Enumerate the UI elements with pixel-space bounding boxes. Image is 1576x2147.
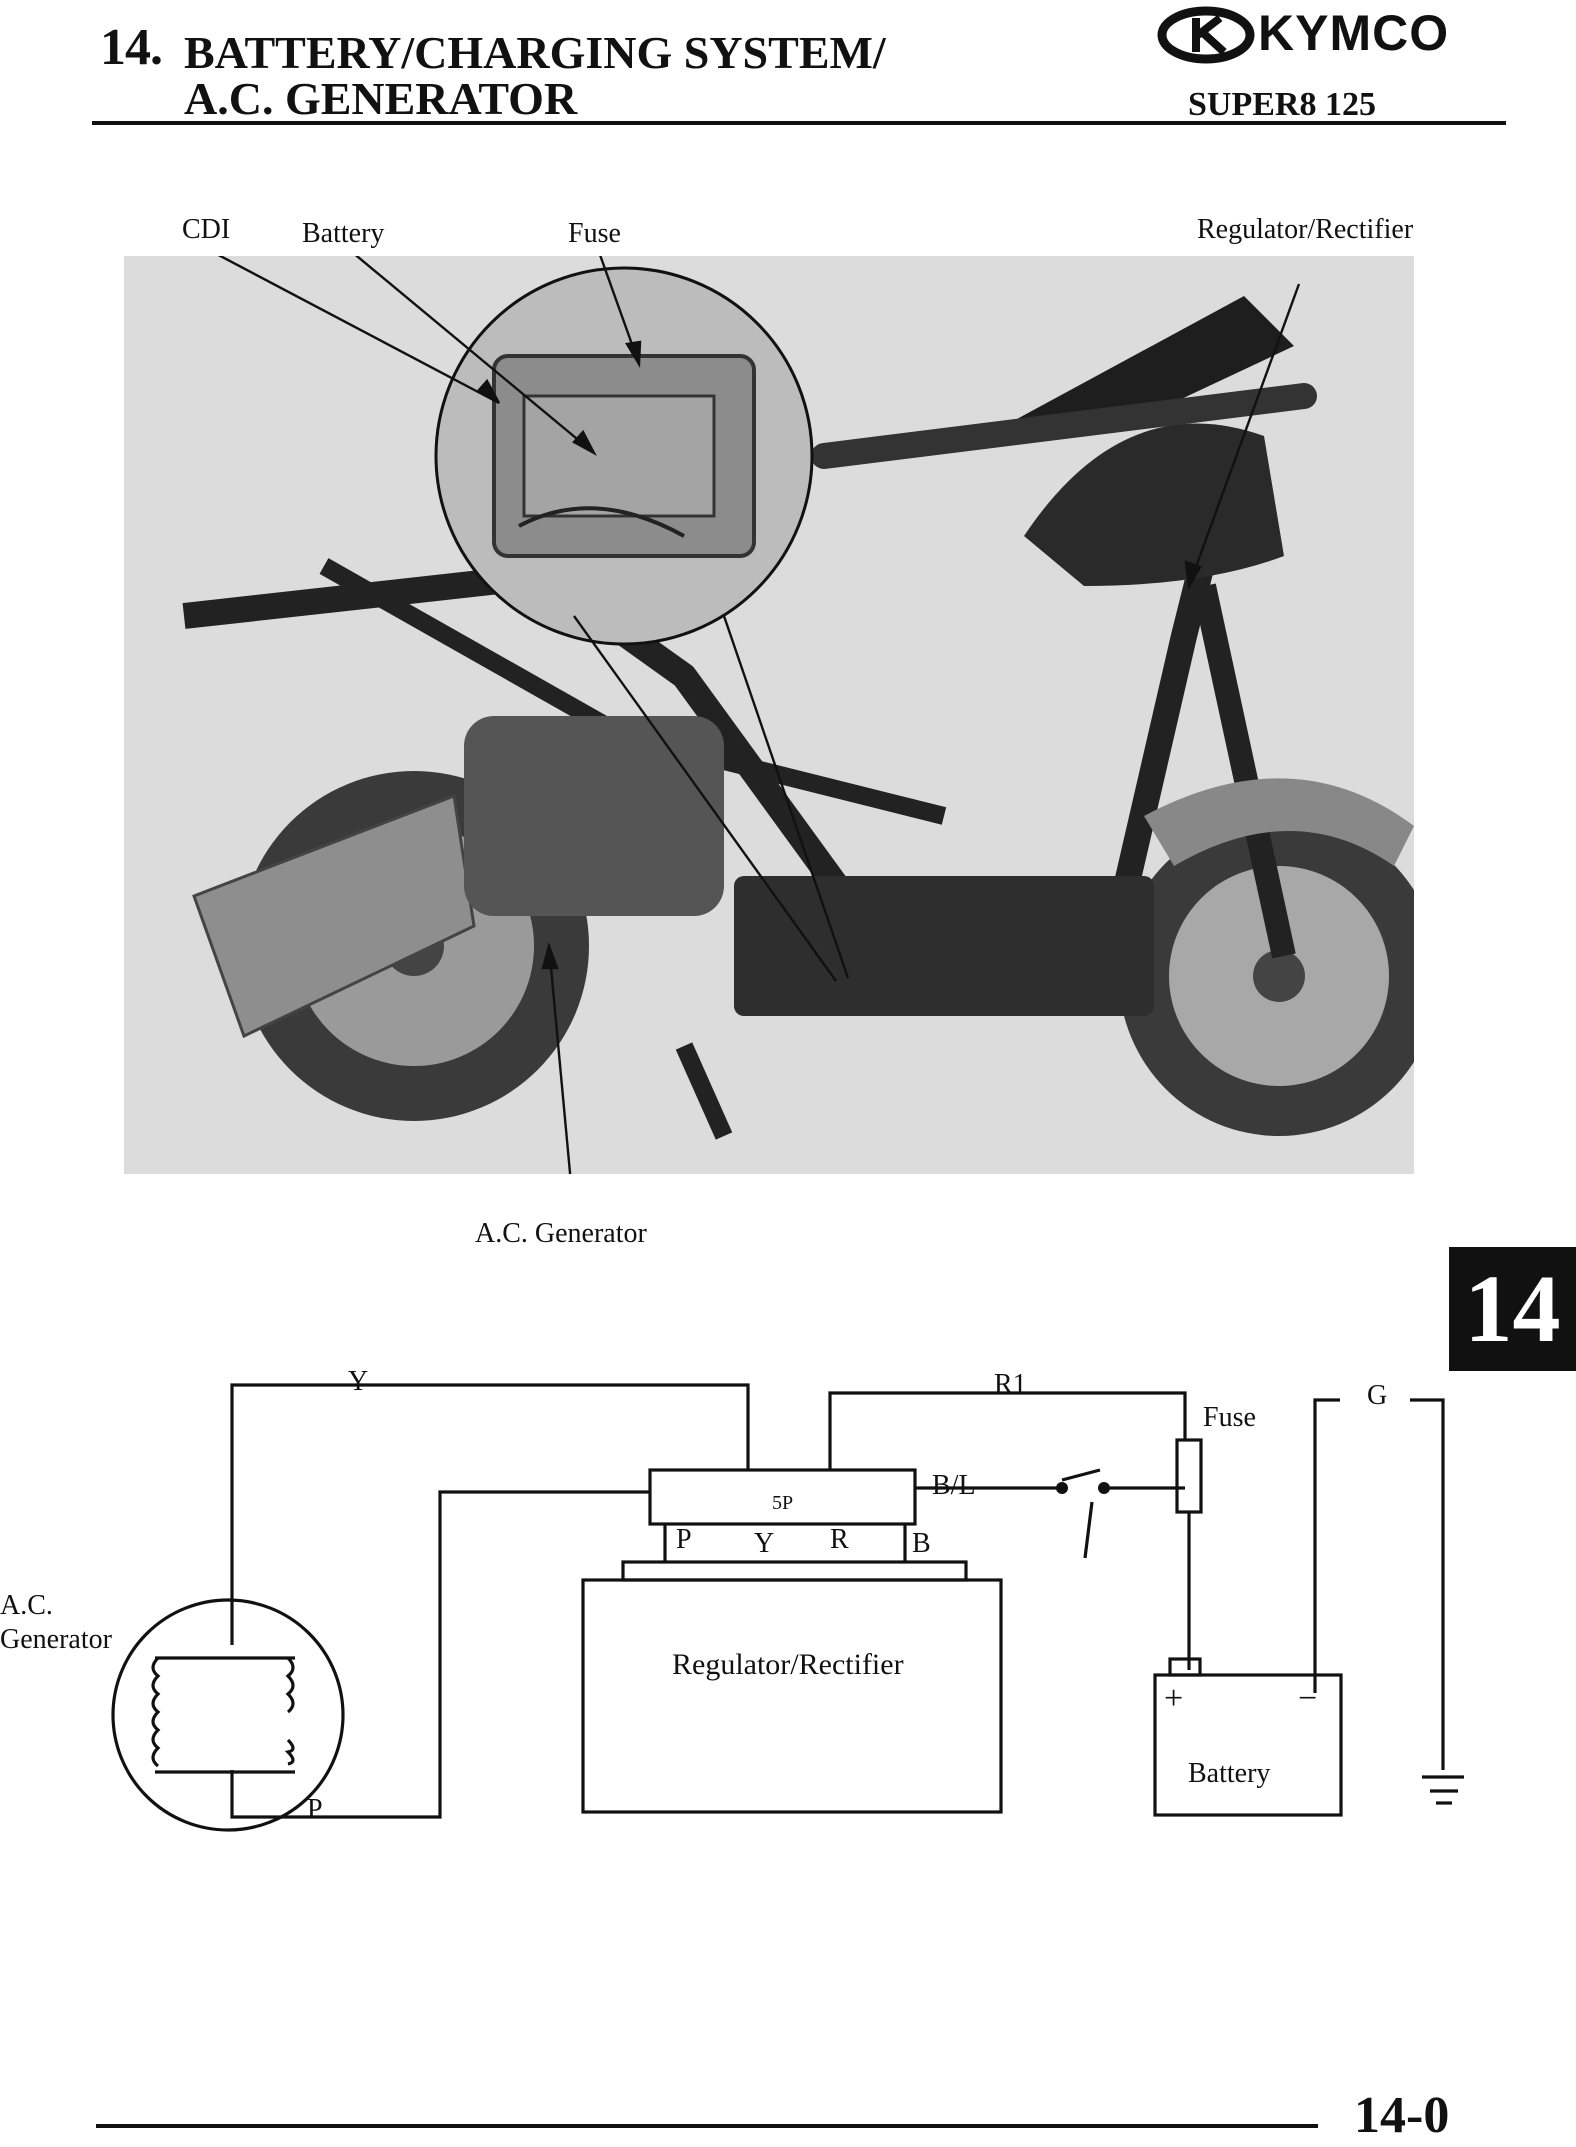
- model-name: SUPER8 125: [1188, 86, 1376, 123]
- wire-label-g: G: [1367, 1380, 1388, 1411]
- diagram-label-regulator: Regulator/Rectifier: [672, 1648, 904, 1681]
- fuse-icon: [1175, 1438, 1203, 1514]
- diagram-label-generator-line1: A.C.: [0, 1590, 53, 1621]
- chapter-title-line2: A.C. GENERATOR: [184, 73, 578, 124]
- chapter-number: 14.: [100, 19, 163, 76]
- header-rule: [92, 121, 1506, 125]
- footer-rule: [96, 2124, 1318, 2128]
- engine-icon: [464, 716, 724, 916]
- regulator-rectifier-body: [581, 1578, 1003, 1814]
- chapter-title-line1: BATTERY/CHARGING SYSTEM/: [184, 27, 886, 78]
- diagram-label-fuse: Fuse: [1203, 1402, 1256, 1433]
- kymco-logo-icon: [1157, 6, 1255, 64]
- pin-label-y: Y: [754, 1528, 775, 1559]
- connector-label-5p: 5P: [772, 1492, 794, 1514]
- page-number: 14-0: [1354, 2087, 1450, 2144]
- charging-circuit-diagram: [111, 1383, 1464, 1832]
- battery-body: [1153, 1673, 1343, 1817]
- label-cdi: CDI: [182, 214, 231, 245]
- wire-label-y: Y: [348, 1366, 369, 1397]
- front-wheel-icon: [1119, 816, 1414, 1136]
- pin-label-r: R: [830, 1524, 849, 1555]
- label-fuse: Fuse: [568, 218, 621, 249]
- ground-icon: [1422, 1775, 1464, 1805]
- pin-label-b: B: [912, 1528, 931, 1559]
- diagram-label-battery: Battery: [1188, 1758, 1271, 1789]
- battery-minus-sign: −: [1298, 1680, 1318, 1717]
- ac-generator-icon: [111, 1598, 345, 1832]
- chapter-tab: 14: [1449, 1247, 1576, 1371]
- label-battery: Battery: [302, 218, 385, 249]
- connector-5p: [648, 1468, 917, 1526]
- switch-icon: [1061, 1468, 1101, 1482]
- battery-plus-sign: +: [1164, 1680, 1184, 1717]
- wire-label-r1: R1: [994, 1369, 1027, 1400]
- wire-label-bl: B/L: [932, 1470, 976, 1501]
- wire-label-p: P: [307, 1794, 323, 1825]
- muffler-icon: [192, 793, 476, 1039]
- scooter-photo: [124, 256, 1414, 1174]
- diagram-label-generator-line2: Generator: [0, 1624, 112, 1655]
- label-ac-generator: A.C. Generator: [475, 1218, 647, 1249]
- brand-name: KYMCO: [1258, 5, 1450, 61]
- battery-box-inset-icon: [434, 266, 814, 646]
- label-regulator-rectifier: Regulator/Rectifier: [1197, 214, 1414, 245]
- pin-label-p: P: [676, 1524, 692, 1555]
